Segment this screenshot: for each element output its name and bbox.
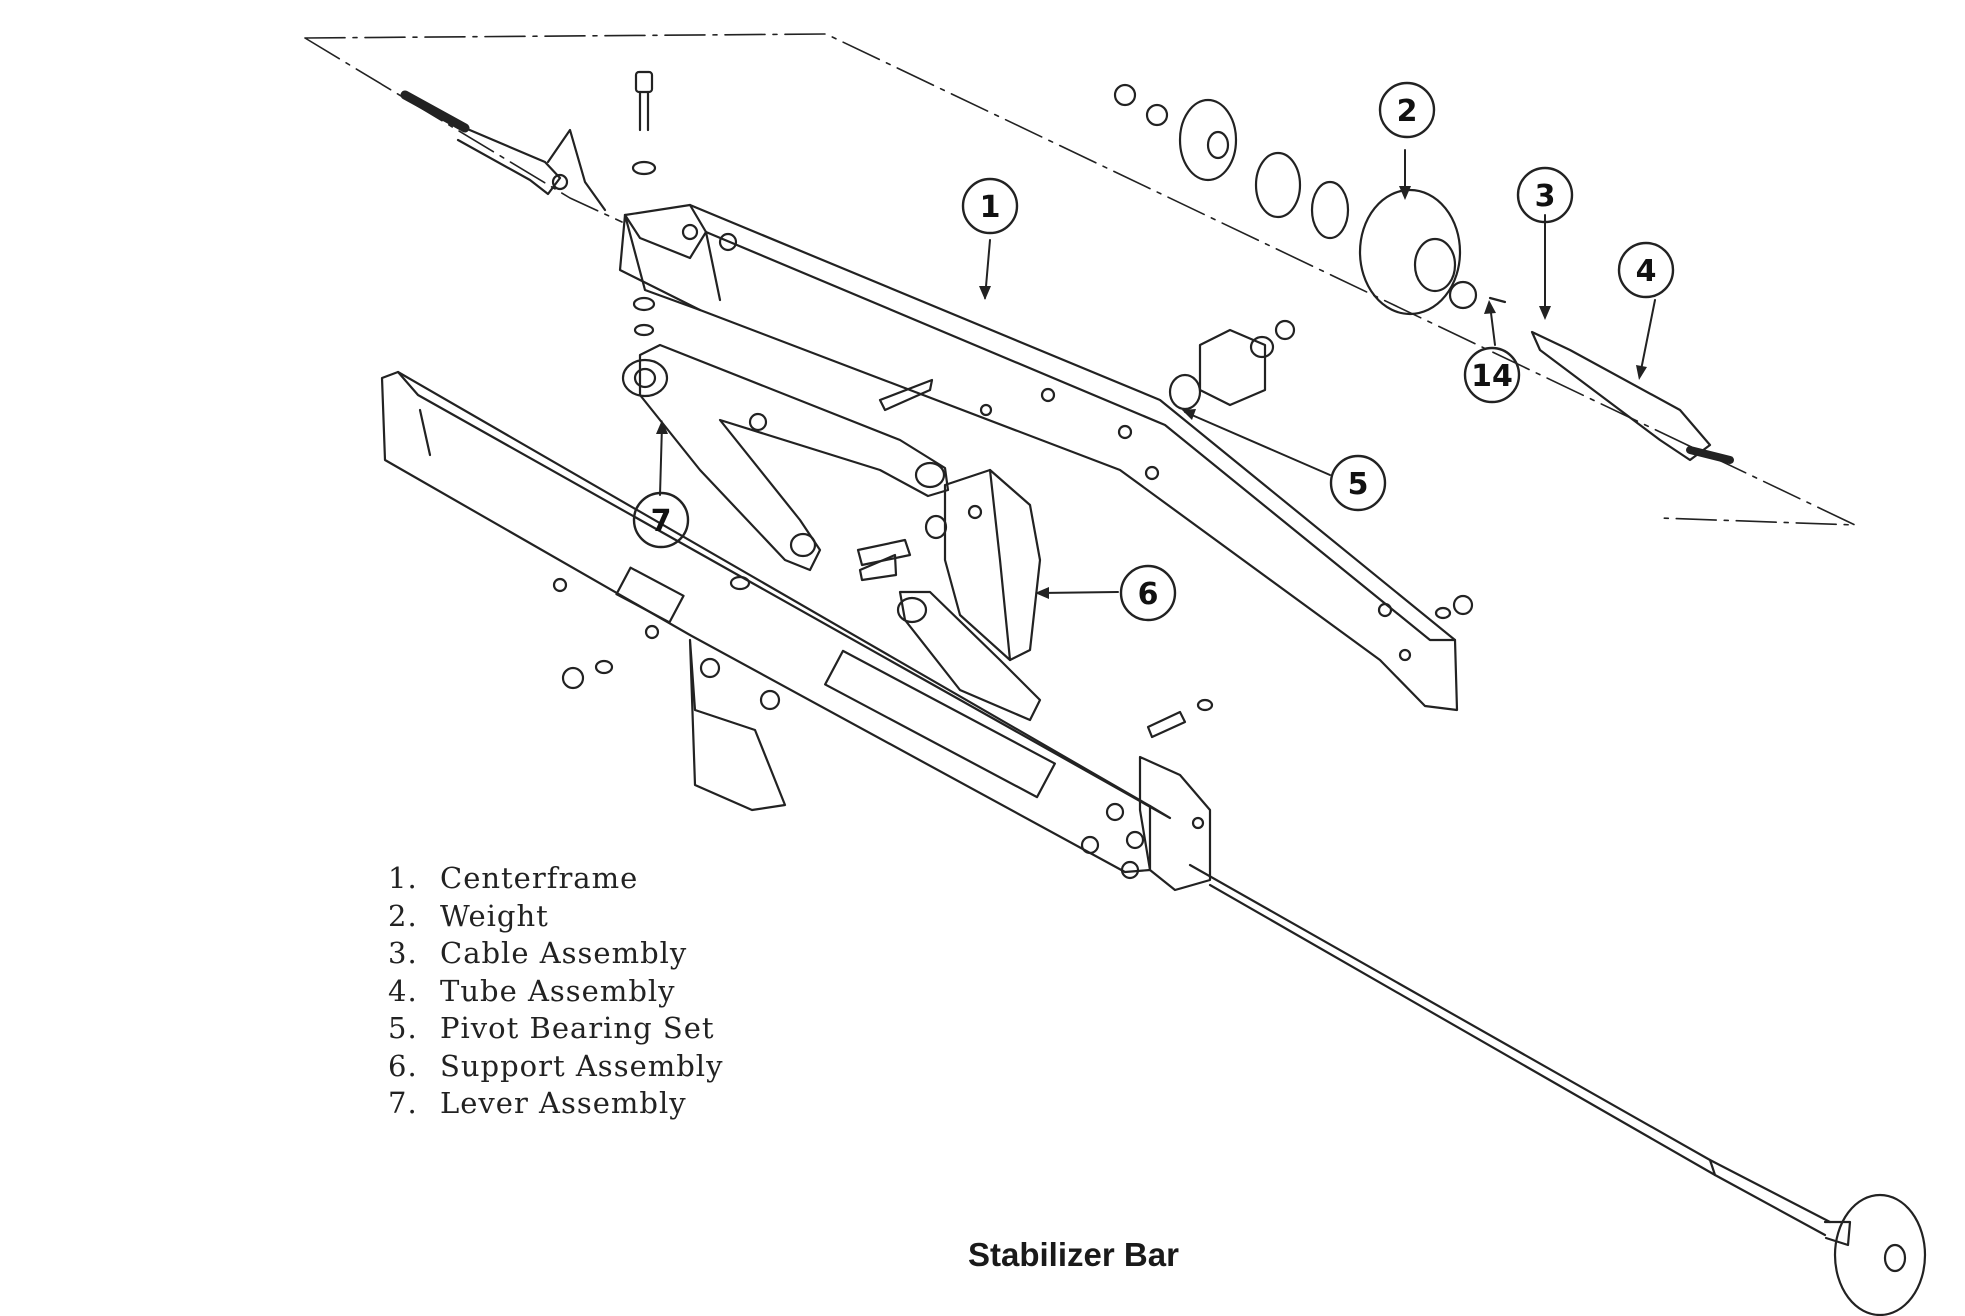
legend-label: Lever Assembly: [440, 1086, 687, 1120]
legend-label: Support Assembly: [440, 1048, 724, 1083]
legend-item: 1. Centerframe: [388, 860, 723, 898]
legend-item: 2. Weight: [388, 898, 723, 936]
callout-2: 2: [1397, 94, 1418, 129]
callout-14: 14: [1471, 359, 1513, 394]
legend-label: Tube Assembly: [440, 973, 676, 1008]
legend-number: 3.: [388, 936, 418, 970]
lower-frame-bar: [380, 370, 1172, 880]
legend-item: 7. Lever Assembly: [388, 1085, 723, 1123]
callout-7: 7: [651, 504, 672, 539]
weight-assembly-part: [1113, 83, 1507, 316]
support-assembly-part: [856, 468, 1042, 722]
legend-number: 1.: [388, 861, 418, 895]
parts-legend: 1.Centerframe 2.Weight 3.Cable Assembly …: [388, 860, 723, 1123]
legend-label: Cable Assembly: [440, 936, 688, 970]
legend-number: 6.: [388, 1048, 418, 1083]
legend-item: 5. Pivot Bearing Set: [388, 1010, 723, 1048]
legend-number: 2.: [388, 898, 418, 933]
callout-5: 5: [1348, 467, 1369, 502]
pivot-bearing-part: [1168, 319, 1296, 411]
legend-label: Pivot Bearing Set: [440, 1011, 715, 1045]
legend-label: Weight: [440, 898, 549, 933]
callout-circles: [632, 81, 1675, 622]
legend-item: 4. Tube Assembly: [388, 973, 723, 1011]
legend-item: 6. Support Assembly: [388, 1048, 723, 1086]
control-cable-end: [400, 90, 607, 212]
lower-bracket: [1138, 755, 1212, 892]
legend-number: 5.: [388, 1011, 418, 1045]
callout-3: 3: [1535, 179, 1556, 214]
legend-number: 4.: [388, 973, 418, 1008]
lever-assembly-part: [621, 343, 950, 572]
legend-item: 3. Cable Assembly: [388, 935, 723, 973]
centerframe-part: [618, 203, 1459, 712]
callout-1: 1: [980, 190, 1001, 225]
vertical-bolt: [631, 70, 657, 337]
legend-label: Centerframe: [440, 861, 639, 895]
callout-4: 4: [1636, 254, 1657, 289]
figure-caption: Stabilizer Bar: [968, 1236, 1179, 1273]
leader-arrowheads: [656, 186, 1647, 599]
cable-assembly-part: [1530, 330, 1734, 464]
callout-6: 6: [1138, 577, 1159, 612]
loose-hardware: [561, 553, 1474, 739]
assembly-plane-line: [304, 33, 1856, 526]
legend-number: 7.: [388, 1086, 418, 1120]
tube-assembly-rod: [1188, 863, 1927, 1316]
